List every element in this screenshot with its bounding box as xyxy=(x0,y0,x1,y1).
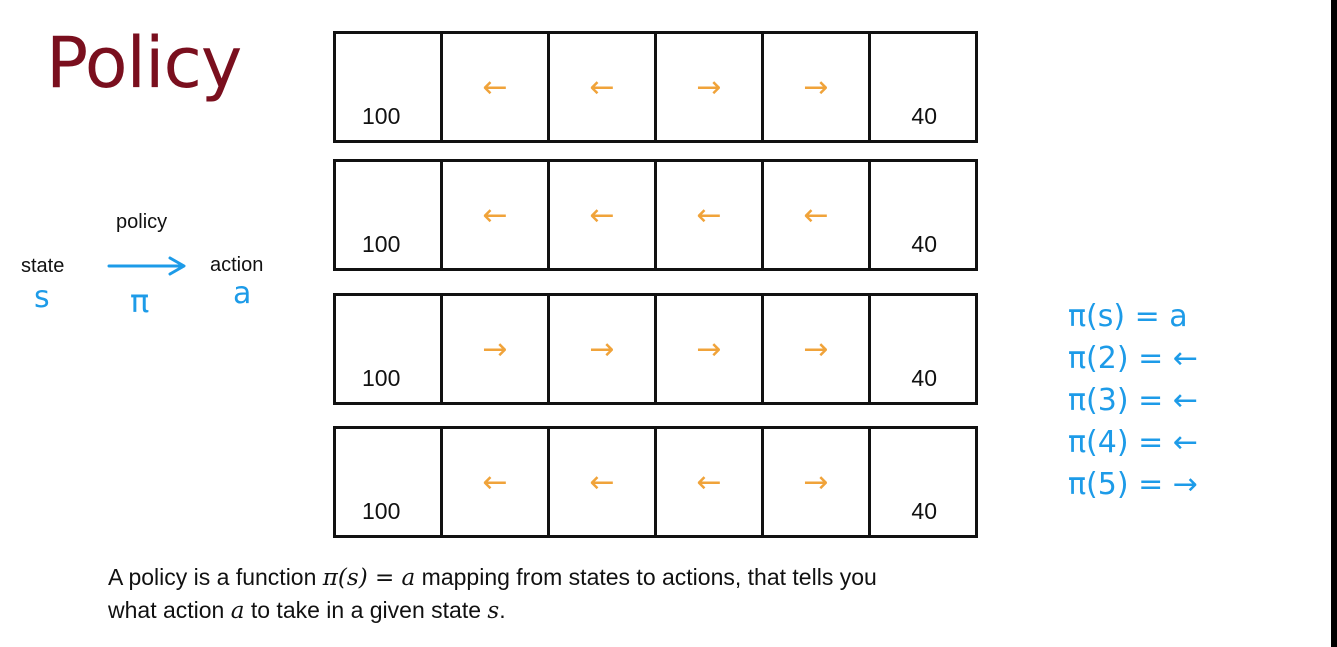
arrow-right-icon: → xyxy=(589,332,615,367)
reward-left: 100 xyxy=(362,231,401,257)
caption-line-2: what action a to take in a given state s… xyxy=(108,597,506,624)
grid-cell-state-2: ← xyxy=(440,426,550,538)
arrow-right-icon: → xyxy=(803,465,829,500)
grid-cell-state-6: 40 xyxy=(868,31,978,143)
arrow-left-icon: ← xyxy=(696,198,722,233)
grid-cell-state-2: ← xyxy=(440,159,550,271)
arrow-right-icon: → xyxy=(482,332,508,367)
grid-cell-state-4: → xyxy=(654,293,764,405)
arrow-left-icon: ← xyxy=(589,465,615,500)
arrow-left-icon: ← xyxy=(589,70,615,105)
arrow-left-icon: ← xyxy=(482,465,508,500)
arrow-right-icon: → xyxy=(696,70,722,105)
grid-row: 100 ← ← → → 40 xyxy=(333,31,993,143)
policy-equation: π(2) = ← xyxy=(1068,341,1198,376)
grid-cell-state-1: 100 xyxy=(333,293,443,405)
slide-title: Policy xyxy=(46,22,242,104)
policy-equation: π(5) = → xyxy=(1068,467,1198,502)
policy-label: policy xyxy=(116,211,168,233)
state-symbol: s xyxy=(34,280,50,315)
grid-cell-state-2: ← xyxy=(440,31,550,143)
arrow-right-icon: → xyxy=(803,70,829,105)
grid-cell-state-6: 40 xyxy=(868,426,978,538)
grid-row: 100 ← ← ← ← 40 xyxy=(333,159,993,271)
grid-cell-state-4: ← xyxy=(654,159,764,271)
grid-cell-state-2: → xyxy=(440,293,550,405)
grid-cell-state-3: ← xyxy=(547,159,657,271)
action-label: action xyxy=(210,254,264,276)
reward-left: 100 xyxy=(362,103,401,129)
grid-cell-state-4: → xyxy=(654,31,764,143)
arrow-right-icon: → xyxy=(696,332,722,367)
reward-right: 40 xyxy=(911,498,937,524)
grid-cell-state-5: → xyxy=(761,31,871,143)
arrow-left-icon: ← xyxy=(482,198,508,233)
arrow-left-icon: ← xyxy=(482,70,508,105)
caption: A policy is a function π(s) = a mapping … xyxy=(108,561,1208,627)
policy-equation: π(4) = ← xyxy=(1068,425,1198,460)
caption-line-1: A policy is a function π(s) = a mapping … xyxy=(108,564,877,591)
reward-right: 40 xyxy=(911,365,937,391)
grid-cell-state-1: 100 xyxy=(333,426,443,538)
grid-cell-state-6: 40 xyxy=(868,293,978,405)
grid-cell-state-4: ← xyxy=(654,426,764,538)
policy-equation: π(s) = a xyxy=(1068,299,1188,334)
arrow-left-icon: ← xyxy=(696,465,722,500)
grid-cell-state-5: → xyxy=(761,293,871,405)
grid-cell-state-3: ← xyxy=(547,426,657,538)
grid-cell-state-1: 100 xyxy=(333,31,443,143)
grid-cell-state-5: → xyxy=(761,426,871,538)
mapping-arrow-icon xyxy=(107,256,186,276)
grid-cell-state-3: ← xyxy=(547,31,657,143)
grid-cell-state-5: ← xyxy=(761,159,871,271)
reward-right: 40 xyxy=(911,231,937,257)
policy-equation: π(3) = ← xyxy=(1068,383,1198,418)
slide-edge-bar xyxy=(1331,0,1337,647)
reward-right: 40 xyxy=(911,103,937,129)
arrow-left-icon: ← xyxy=(589,198,615,233)
reward-left: 100 xyxy=(362,365,401,391)
grid-row: 100 → → → → 40 xyxy=(333,293,993,405)
action-symbol: a xyxy=(233,276,252,311)
reward-left: 100 xyxy=(362,498,401,524)
grid-cell-state-6: 40 xyxy=(868,159,978,271)
arrow-right-icon: → xyxy=(803,332,829,367)
policy-symbol: π xyxy=(130,282,150,320)
policy-equations: π(s) = a π(2) = ← π(3) = ← π(4) = ← π(5) = → xyxy=(1068,296,1198,506)
state-label: state xyxy=(21,255,65,277)
grid-row: 100 ← ← ← → 40 xyxy=(333,426,993,538)
arrow-left-icon: ← xyxy=(803,198,829,233)
grid-cell-state-3: → xyxy=(547,293,657,405)
grid-cell-state-1: 100 xyxy=(333,159,443,271)
